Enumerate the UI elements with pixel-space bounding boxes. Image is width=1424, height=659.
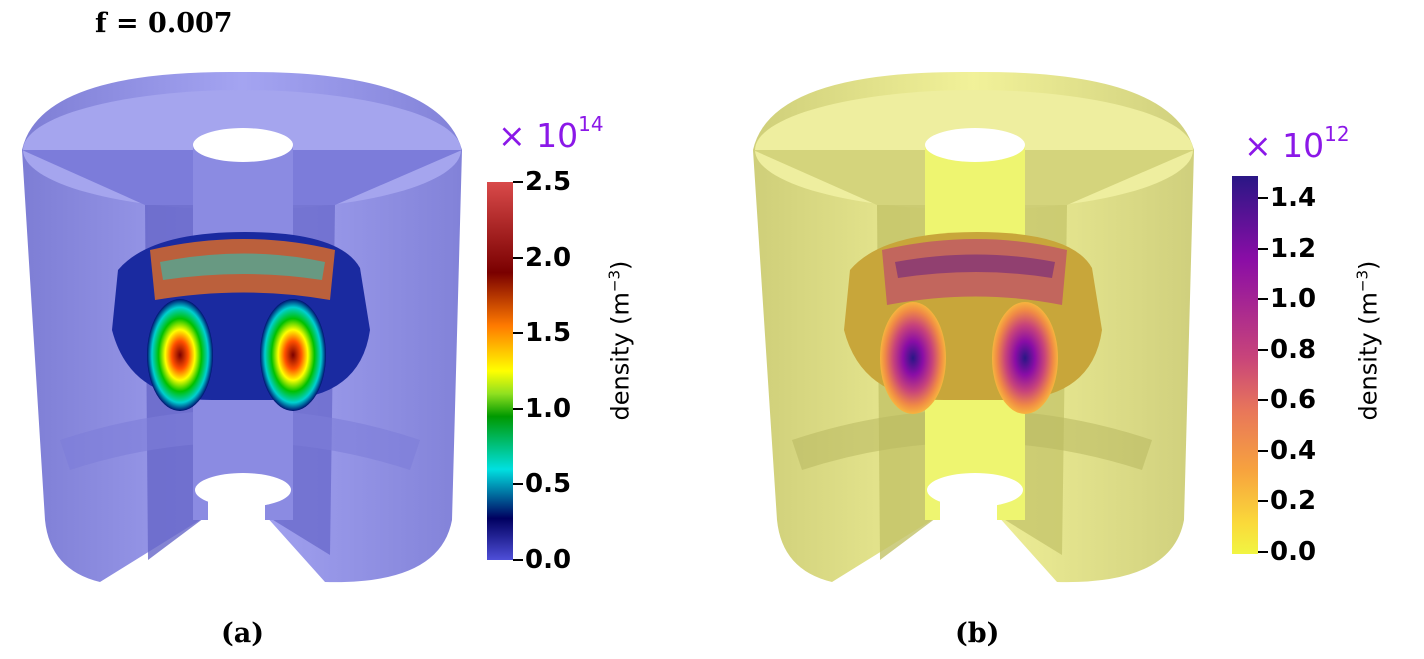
caption-a: (a)	[221, 618, 265, 649]
colorbar-a-tickmark	[513, 181, 523, 183]
colorbar-b-tickmark	[1258, 551, 1268, 553]
colorbar-a-tickmark	[513, 483, 523, 486]
colorbar-b-tickmark	[1258, 500, 1268, 503]
colorbar-b-tickmark	[1258, 348, 1268, 351]
colorbar-a	[487, 182, 513, 560]
colorbar-a-tickmark	[513, 559, 523, 561]
colorbar-a-tick-label: 1.0	[525, 393, 572, 424]
colorbar-b-tick-label: 0.4	[1270, 435, 1317, 466]
colorbar-b-tickmark	[1258, 449, 1268, 452]
colorbar-b-tick-label: 0.2	[1270, 486, 1317, 517]
colorbar-b-tickmark	[1258, 399, 1268, 402]
colorbar-a-tickmark	[513, 256, 523, 259]
colorbar-b-tick-label: 1.2	[1270, 233, 1317, 264]
colorbar-a-scale: × 1014	[498, 112, 604, 155]
colorbar-b-tick-label: 1.4	[1270, 183, 1317, 213]
colorbar-a-tickmark	[513, 407, 523, 410]
colorbar-b-tickmark	[1258, 197, 1268, 199]
colorbar-b-label: density (m−3)	[1353, 260, 1383, 421]
colorbar-b-tickmark	[1258, 247, 1268, 250]
colorbar-a-tick-label: 0.0	[525, 545, 572, 575]
colorbar-b-tick-label: 0.0	[1270, 537, 1317, 567]
colorbar-b-tickmark	[1258, 298, 1268, 301]
vessel-b	[753, 71, 1194, 583]
colorbar-a-tick-label: 0.5	[525, 469, 572, 500]
colorbar-b-tick-label: 0.8	[1270, 334, 1317, 365]
colorbar-b	[1232, 176, 1258, 554]
caption-b: (b)	[955, 618, 1000, 649]
colorbar-b-scale: × 1012	[1244, 122, 1350, 165]
figure-title: f = 0.007	[95, 8, 233, 39]
colorbar-a-tick-label: 2.0	[525, 242, 572, 273]
vessel-a	[22, 71, 462, 583]
colorbar-a-tick-label: 1.5	[525, 318, 572, 349]
colorbar-a-tickmark	[513, 332, 523, 335]
colorbar-a-tick-label: 2.5	[525, 167, 572, 197]
colorbar-a-label: density (m−3)	[605, 260, 635, 421]
colorbar-b-tick-label: 0.6	[1270, 385, 1317, 416]
colorbar-b-tick-label: 1.0	[1270, 284, 1317, 315]
